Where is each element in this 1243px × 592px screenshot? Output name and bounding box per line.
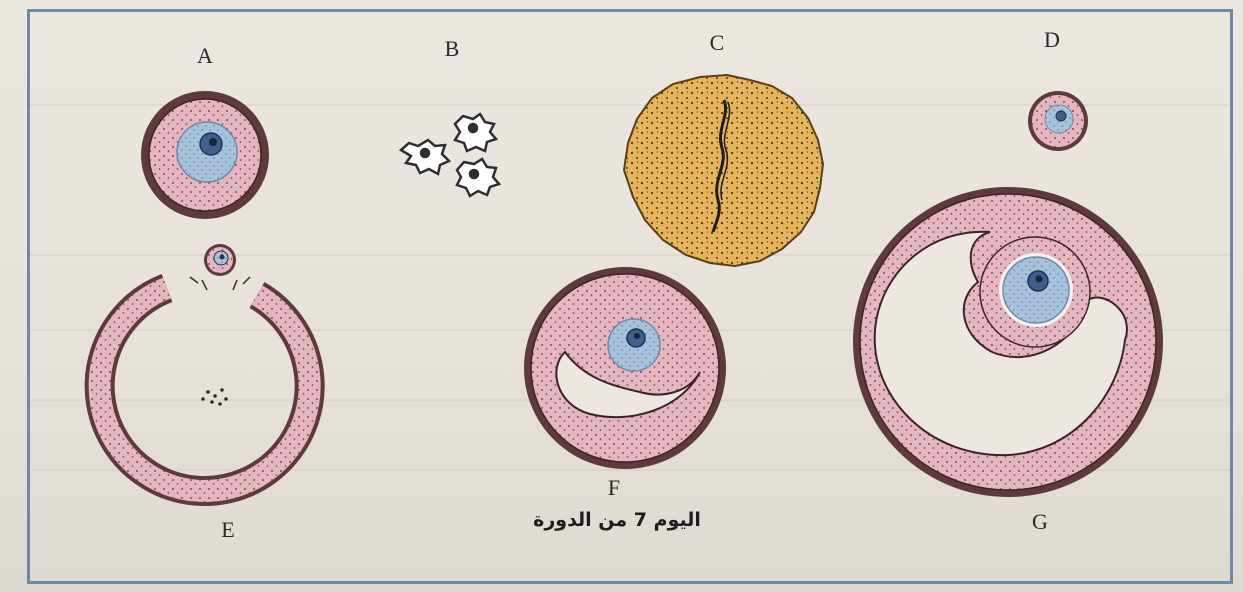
caption-day-7: اليوم 7 من الدورة: [533, 509, 701, 531]
label-g: G: [1032, 509, 1048, 534]
follicle-g: [853, 187, 1163, 497]
label-b: B: [445, 36, 460, 61]
follicle-a: [141, 91, 269, 219]
label-f: F: [608, 475, 620, 500]
label-e: E: [221, 517, 234, 542]
follicle-d: [1028, 91, 1088, 151]
label-d: D: [1044, 27, 1060, 52]
label-c: C: [710, 30, 725, 55]
follicle-f: [524, 267, 726, 469]
corpus-luteum-c: [624, 75, 823, 266]
ruptured-follicle-e: [100, 244, 310, 491]
cells-b: [401, 114, 499, 196]
label-a: A: [197, 43, 213, 68]
